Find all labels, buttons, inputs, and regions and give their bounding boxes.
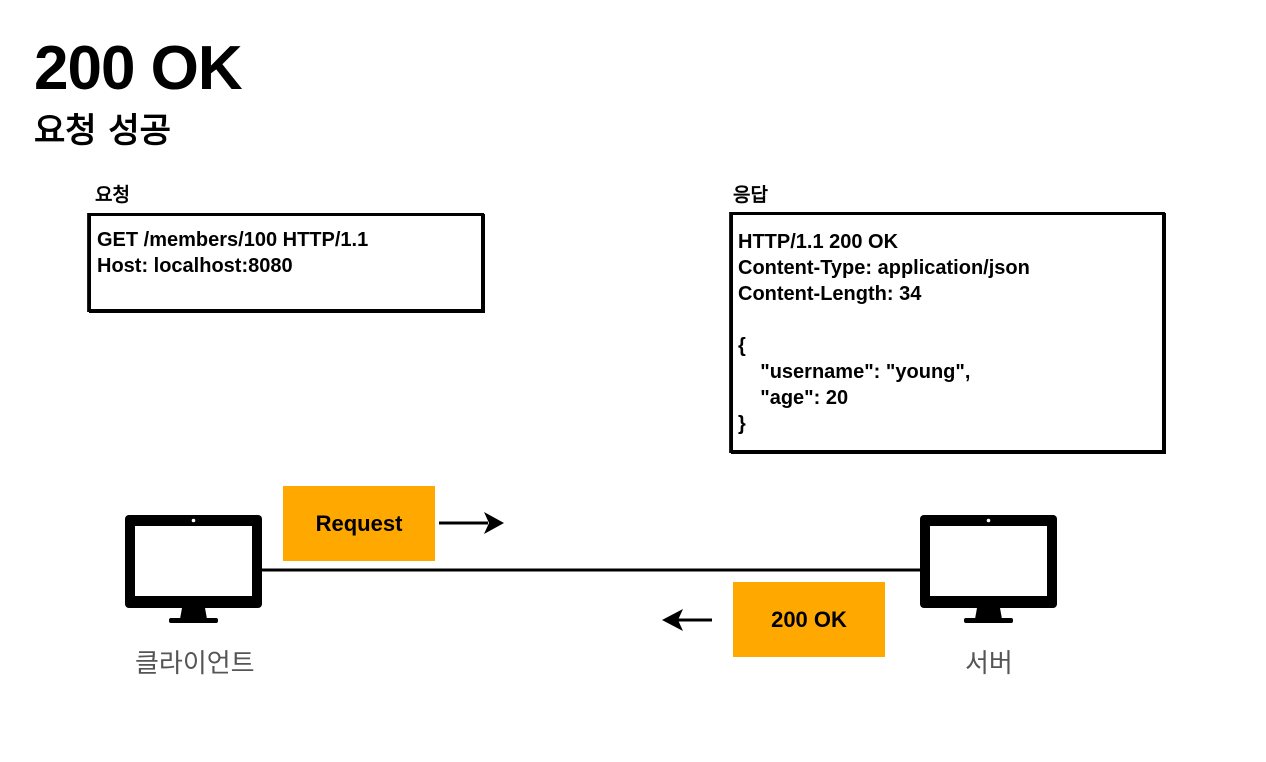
- client-monitor-icon: [125, 515, 262, 623]
- arrow-left-icon: [662, 609, 712, 631]
- response-line: Content-Length: 34: [738, 283, 922, 305]
- response-line: "age": 20: [738, 387, 849, 409]
- response-line: }: [738, 413, 746, 435]
- server-label: 서버: [965, 649, 1013, 679]
- response-line: HTTP/1.1 200 OK: [738, 231, 899, 253]
- client-label: 클라이언트: [135, 649, 255, 679]
- request-line: Host: localhost:8080: [97, 255, 293, 277]
- response-section-label: 응답: [733, 184, 768, 206]
- request-message-box: GET /members/100 HTTP/1.1 Host: localhos…: [88, 213, 484, 312]
- page-subtitle: 요청 성공: [34, 111, 171, 151]
- response-message-label: 200 OK: [733, 582, 885, 657]
- request-message-label: Request: [283, 486, 435, 561]
- arrow-right-icon: [439, 512, 504, 534]
- page-title: 200 OK: [34, 34, 243, 103]
- response-line: {: [738, 335, 746, 357]
- server-monitor-icon: [920, 515, 1057, 623]
- response-line: "username": "young",: [738, 361, 971, 383]
- request-section-label: 요청: [95, 184, 130, 206]
- response-line: Content-Type: application/json: [738, 257, 1030, 279]
- request-line: GET /members/100 HTTP/1.1: [97, 229, 369, 251]
- response-message-box: HTTP/1.1 200 OK Content-Type: applicatio…: [730, 212, 1165, 453]
